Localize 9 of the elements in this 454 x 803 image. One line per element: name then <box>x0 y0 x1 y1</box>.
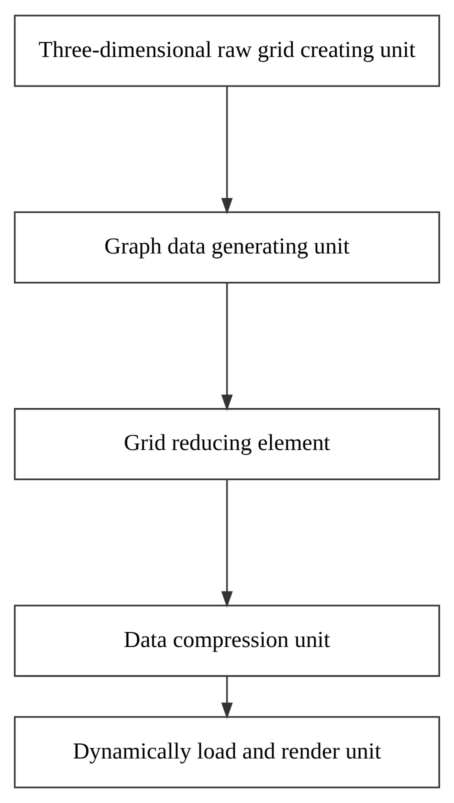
arrow <box>221 479 233 608</box>
node-box: Graph data generating unit <box>14 211 440 284</box>
node-box: Dynamically load and render unit <box>14 716 440 788</box>
arrow <box>221 86 233 214</box>
node-box: Three-dimensional raw grid creating unit <box>14 14 440 87</box>
node-box: Data compression unit <box>14 604 440 677</box>
node-box: Grid reducing element <box>14 408 440 480</box>
arrow <box>221 282 233 412</box>
arrow <box>221 676 233 720</box>
